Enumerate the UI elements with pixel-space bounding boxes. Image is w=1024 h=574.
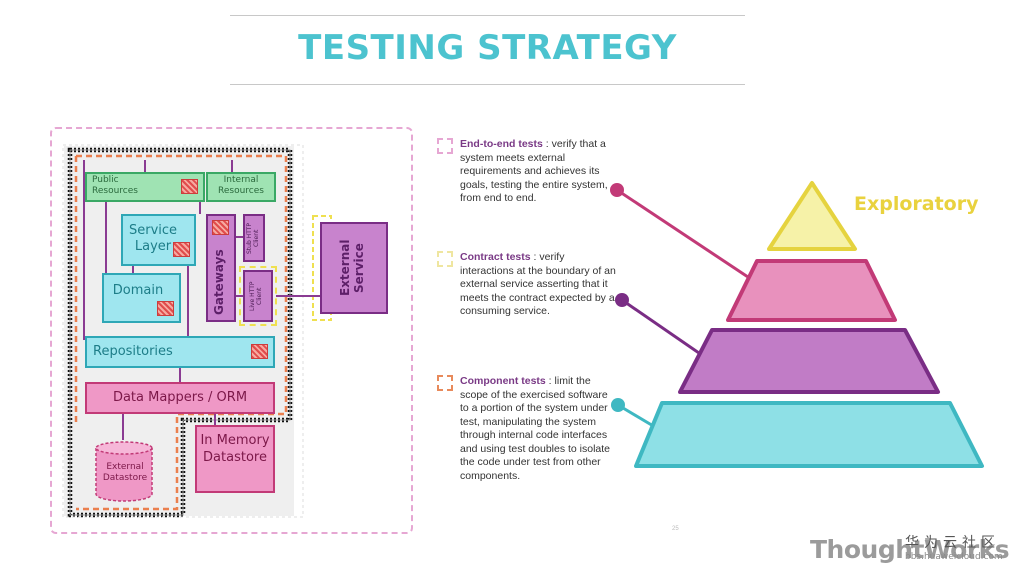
domain-label: Domain bbox=[112, 283, 164, 298]
end-to-end-colon: : bbox=[542, 138, 552, 150]
pyramid-level-component bbox=[634, 401, 984, 468]
thoughtworks-logo: ThoughtWorks bbox=[810, 535, 1010, 564]
public-resources-hatch bbox=[181, 179, 198, 194]
repositories-hatch bbox=[251, 344, 268, 359]
internal-resources-box bbox=[206, 172, 276, 202]
end-to-end-legend: End-to-end tests : verify that a system … bbox=[460, 138, 618, 206]
end-to-end-dot bbox=[610, 183, 624, 197]
data-mappers-label: Data Mappers / ORM bbox=[112, 390, 248, 405]
community-url: bbs.huaweicloud.com bbox=[905, 552, 1003, 562]
page-number: 25 bbox=[672, 526, 679, 532]
contract-connector bbox=[621, 298, 713, 364]
pyramid-level-end-to-end bbox=[726, 259, 897, 322]
domain-hatch bbox=[157, 301, 174, 316]
top-rule bbox=[230, 15, 745, 16]
service-layer-hatch bbox=[173, 242, 190, 257]
internal-resources-label: Internal Resources bbox=[218, 175, 264, 196]
pyramid-level-exploratory bbox=[767, 181, 857, 251]
component-legend: Component tests : limit the scope of the… bbox=[460, 375, 618, 483]
pyramid-level-contract bbox=[678, 328, 940, 394]
contract-legend-swatch bbox=[437, 251, 453, 267]
end-to-end-boundary bbox=[50, 127, 413, 534]
public-resources-label: Public Resources bbox=[92, 175, 138, 196]
community-watermark: 华为云社区 bbox=[905, 535, 1000, 551]
end-to-end-term: End-to-end tests bbox=[460, 138, 543, 150]
end-to-end-text: verify that a system meets external requ… bbox=[460, 138, 608, 204]
repositories-box bbox=[85, 336, 275, 368]
component-legend-swatch bbox=[437, 375, 453, 391]
component-colon: : bbox=[545, 375, 555, 387]
gateways-hatch bbox=[212, 220, 229, 235]
live-http-client-contract-boundary bbox=[239, 266, 277, 326]
in-memory-datastore-box bbox=[195, 425, 275, 493]
data-mappers-box bbox=[85, 382, 275, 414]
contract-term: Contract tests bbox=[460, 251, 531, 263]
component-dot bbox=[611, 398, 625, 412]
exploratory-label: Exploratory bbox=[854, 193, 979, 215]
live-http-client-box bbox=[243, 270, 273, 322]
service-layer-label: Service Layer bbox=[128, 223, 178, 254]
in-memory-datastore-label: In Memory Datastore bbox=[200, 433, 270, 465]
contract-text: verify interactions at the boundary of a… bbox=[460, 251, 616, 317]
external-datastore-label: External Datastore bbox=[102, 462, 148, 483]
contract-legend: Contract tests : verify interactions at … bbox=[460, 251, 618, 319]
slide-title: TESTING STRATEGY bbox=[298, 28, 677, 68]
stub-http-client-box bbox=[243, 214, 265, 262]
external-datastore-cylinder bbox=[95, 441, 153, 502]
service-layer-box bbox=[121, 214, 196, 266]
contract-colon: : bbox=[530, 251, 540, 263]
end-to-end-connector bbox=[616, 188, 761, 287]
repositories-label: Repositories bbox=[93, 344, 173, 359]
component-text: limit the scope of the exercised softwar… bbox=[460, 375, 611, 482]
external-service-box bbox=[320, 222, 388, 314]
bottom-rule bbox=[230, 84, 745, 85]
end-to-end-legend-swatch bbox=[437, 138, 453, 154]
contract-dot bbox=[615, 293, 629, 307]
component-term: Component tests bbox=[460, 375, 546, 387]
